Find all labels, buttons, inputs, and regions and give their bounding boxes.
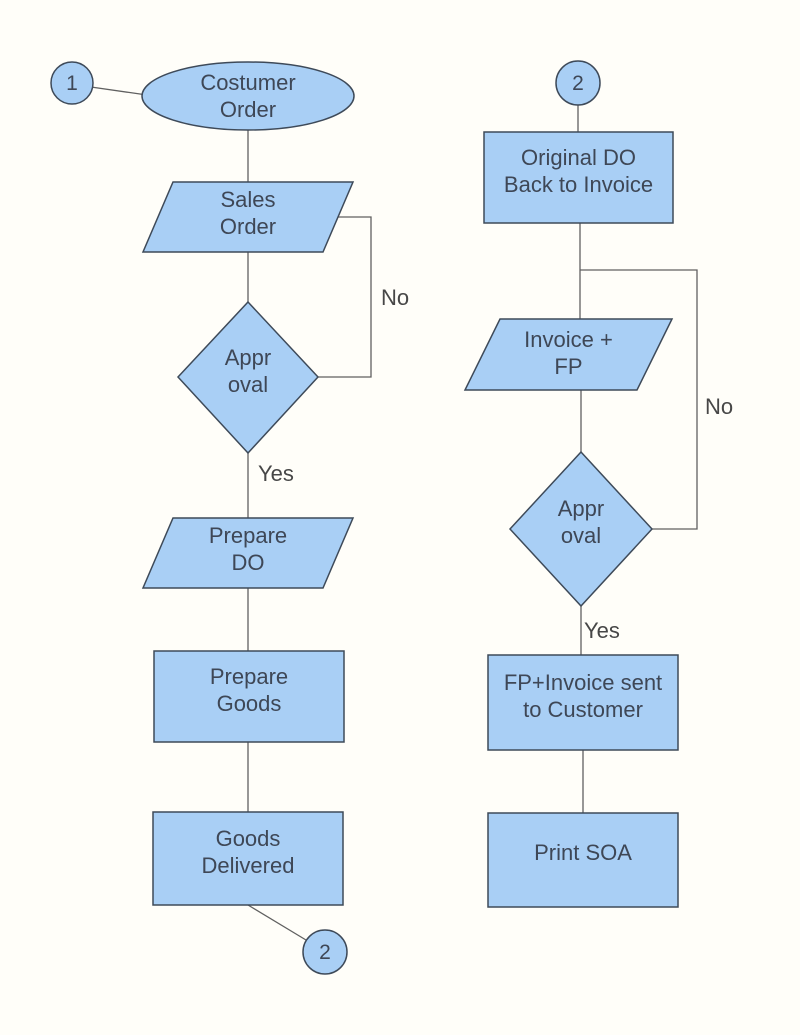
prepare-goods-label: Prepare Goods — [209, 663, 289, 716]
approval1-diamond — [176, 300, 320, 455]
page-ref-1-circle — [50, 61, 94, 105]
approval2-no-label: No — [705, 394, 734, 419]
fp-invoice-sent-rectangle — [487, 654, 679, 751]
customer-order-label: Costumer Order — [200, 70, 296, 122]
invoice-fp-parallelogram — [463, 318, 674, 391]
fp-invoice-sent-label: FP+Invoice sent to Customer — [503, 669, 663, 722]
goods-delivered-label: Goods Delivered — [201, 825, 295, 878]
original-do-label: Original DO Back to Invoice — [503, 144, 654, 197]
approval1-no-label: No — [381, 285, 410, 310]
print-soa-label: Print SOA — [534, 839, 632, 865]
prepare-goods-rectangle — [153, 650, 345, 743]
edge-goods-delivered-to-ref2 — [247, 904, 307, 941]
sales-order-label: Sales Order — [219, 187, 277, 239]
prepare-do-parallelogram — [141, 517, 355, 589]
page-ref-2-out-label: 2 — [319, 940, 331, 964]
approval1-yes-label: Yes — [258, 461, 294, 486]
sales-order-parallelogram — [141, 181, 355, 253]
goods-delivered-rectangle — [152, 811, 344, 906]
page-ref-1-label: 1 — [66, 71, 78, 95]
approval2-yes-label: Yes — [584, 618, 620, 643]
page-ref-2-out-circle — [302, 929, 348, 975]
invoice-fp-label: Invoice + FP — [524, 326, 613, 379]
print-soa-rectangle — [487, 812, 679, 908]
original-do-rectangle — [483, 131, 674, 224]
approval2-diamond — [508, 450, 654, 608]
customer-order-ellipse — [141, 61, 355, 131]
prepare-do-label: Prepare DO — [208, 523, 288, 575]
approval2-label: Appr oval — [557, 496, 605, 548]
approval1-label: Appr oval — [224, 344, 272, 397]
edge-ref1-to-customer-order — [90, 86, 148, 96]
edge-approval2-no-loop — [580, 269, 698, 530]
edge-approval1-no-loop — [318, 216, 372, 378]
page-ref-2-in-label: 2 — [572, 71, 584, 95]
page-ref-2-in-circle — [555, 60, 601, 106]
